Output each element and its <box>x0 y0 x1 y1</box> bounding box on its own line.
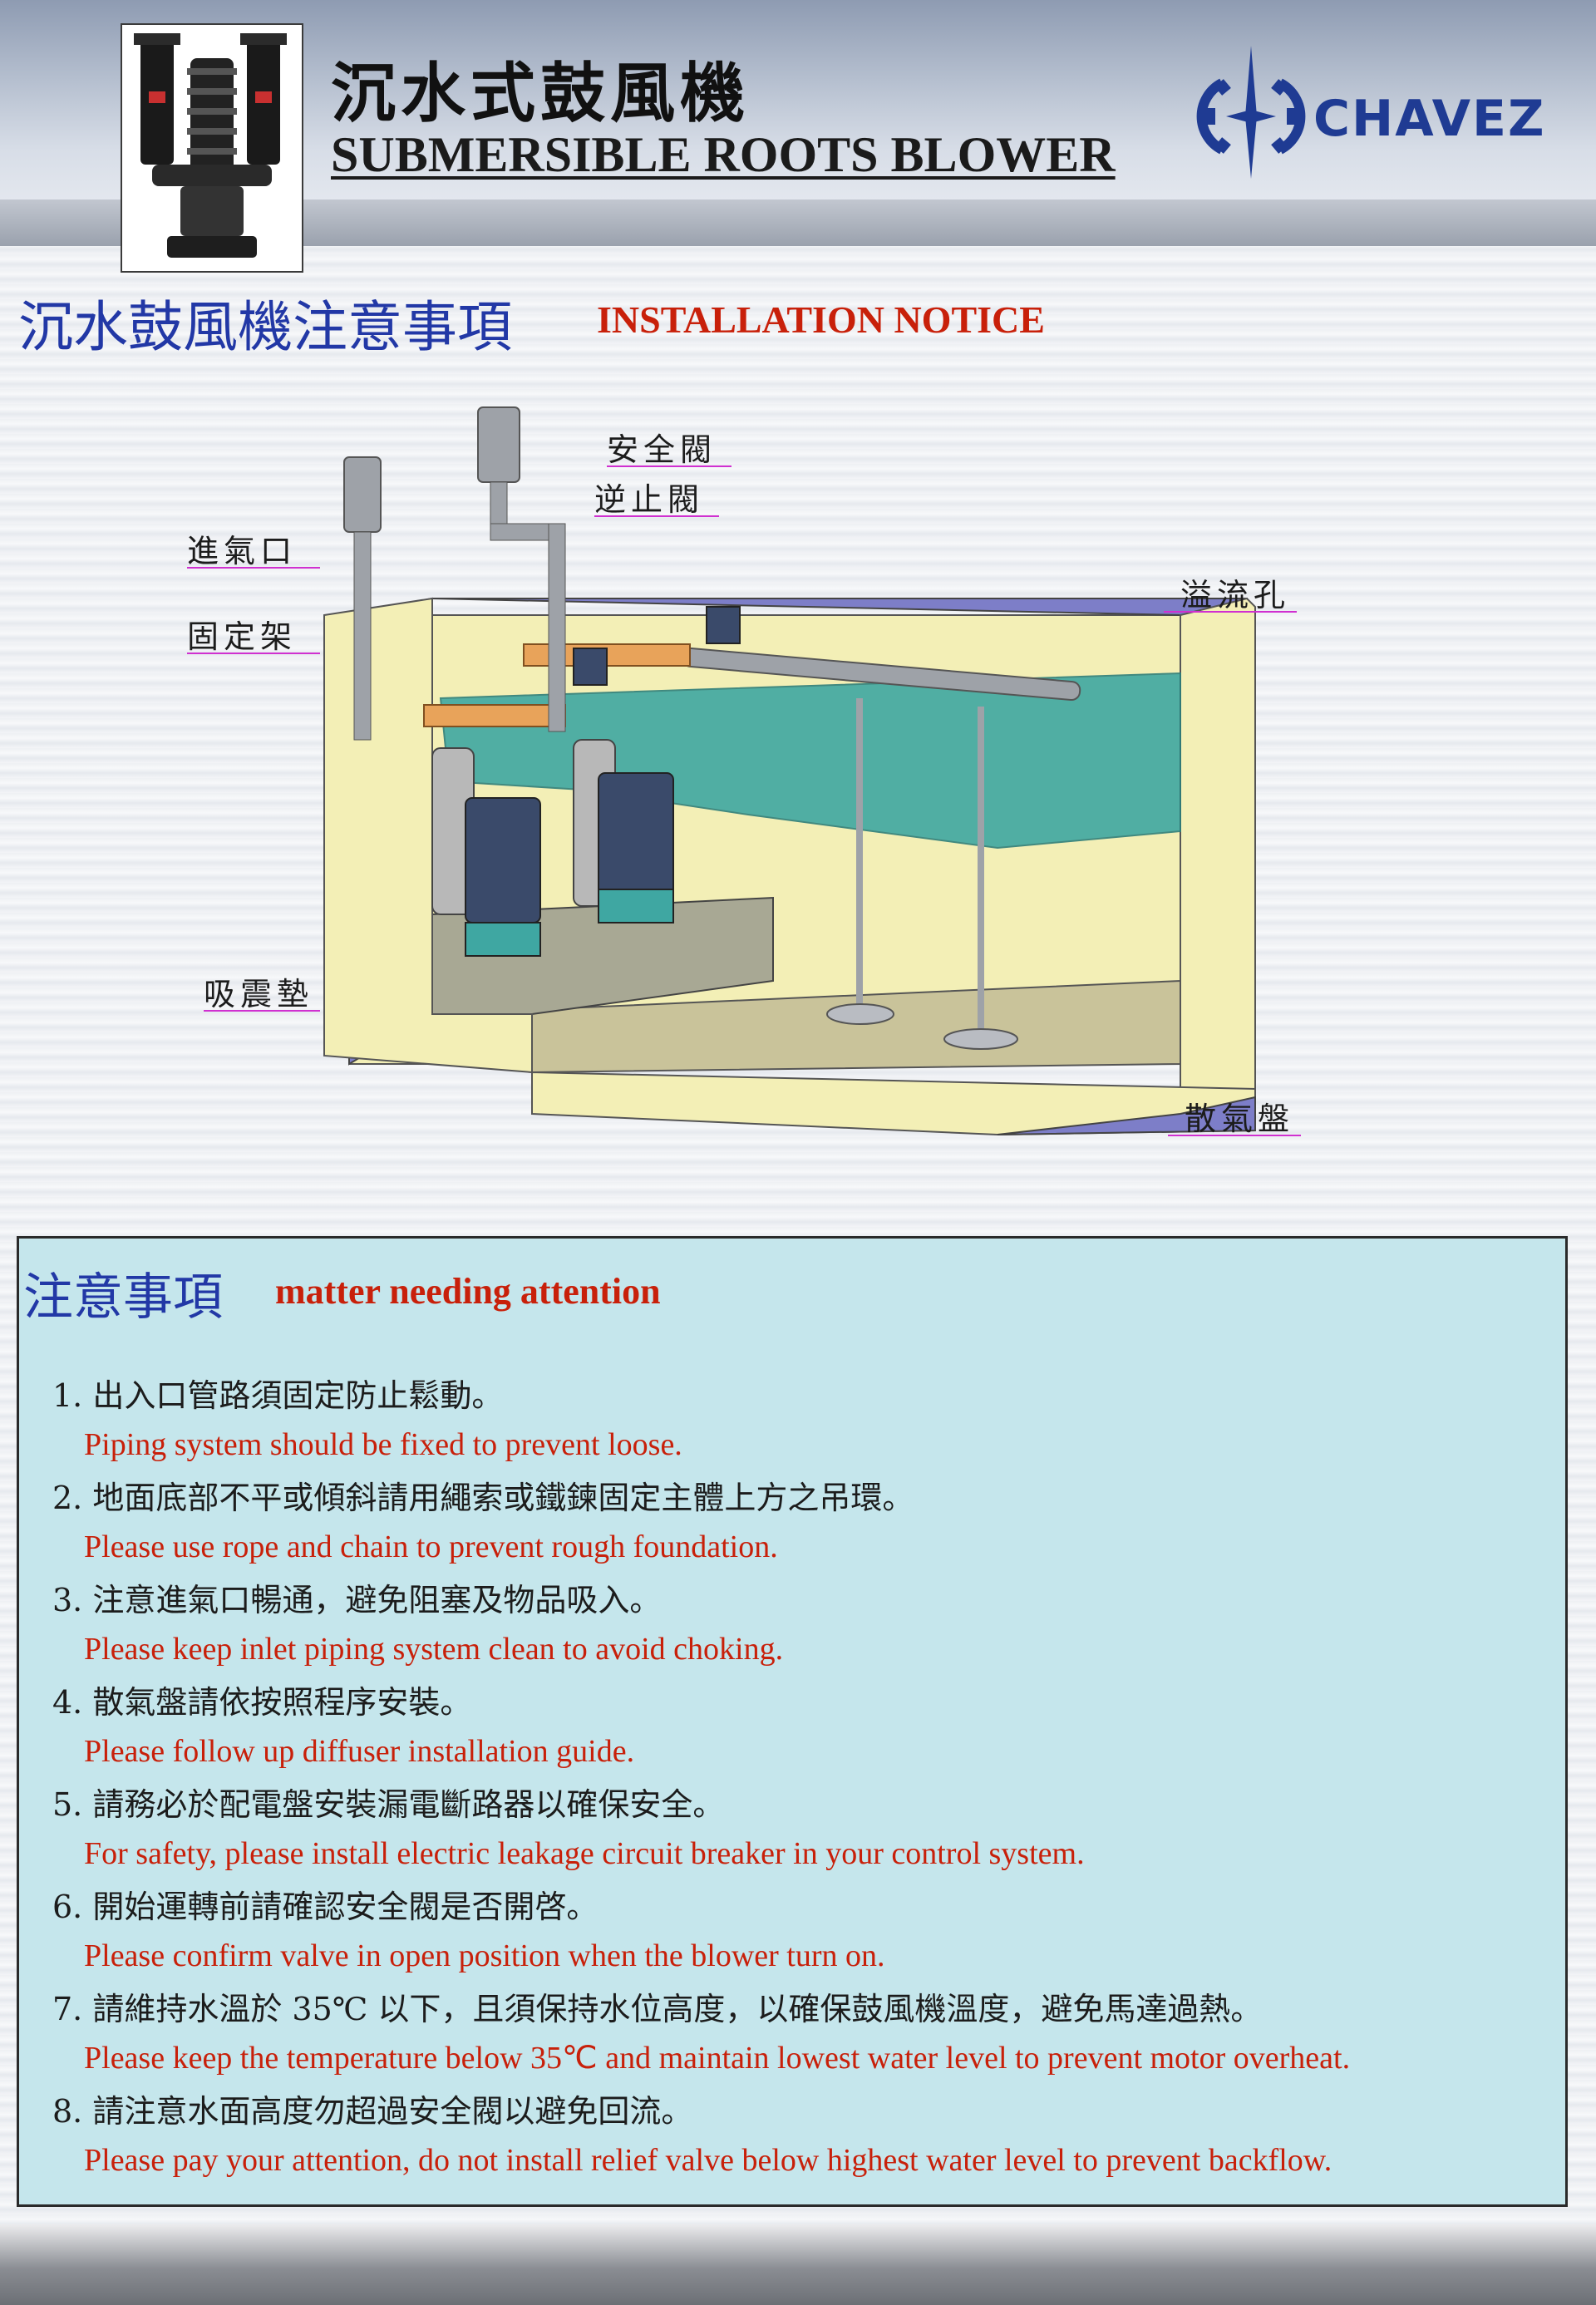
notice-item-en: Please keep inlet piping system clean to… <box>84 1632 784 1667</box>
notice-item: 6. 開始運轉前請確認安全閥是否開啓。 Please confirm valve… <box>52 1883 1549 1985</box>
brand-name: CHAVEZ <box>1313 90 1546 148</box>
notice-item: 3. 注意進氣口暢通，避免阻塞及物品吸入。 Please keep inlet … <box>52 1576 1549 1678</box>
notice-title-zh: 注意事項 <box>23 1268 223 1327</box>
notice-item-zh: 8. 請注意水面高度勿超過安全閥以避免回流。 <box>52 2093 693 2130</box>
label-diffuser: 散氣盤 <box>1185 1101 1295 1137</box>
brand-logo: CHAVEZ <box>1189 42 1571 183</box>
product-photo <box>121 23 303 273</box>
notice-item: 5. 請務必於配電盤安裝漏電斷路器以確保安全。 For safety, plea… <box>52 1780 1549 1883</box>
notice-item: 2. 地面底部不平或傾斜請用繩索或鐵鍊固定主體上方之吊環。 Please use… <box>52 1474 1549 1576</box>
callout-line-bracket <box>187 653 320 654</box>
callout-line-inlet <box>187 567 320 569</box>
notice-item-zh: 5. 請務必於配電盤安裝漏電斷路器以確保安全。 <box>52 1786 725 1823</box>
label-bracket: 固定架 <box>187 618 298 655</box>
notice-item-zh: 4. 散氣盤請依按照程序安裝。 <box>52 1684 472 1721</box>
callout-line-overflow <box>1164 611 1297 613</box>
notice-item: 7. 請維持水溫於 35℃ 以下，且須保持水位高度，以確保鼓風機溫度，避免馬達過… <box>52 1985 1549 2087</box>
notice-item-en: For safety, please install electric leak… <box>84 1836 1085 1871</box>
notice-item-en: Please follow up diffuser installation g… <box>84 1734 635 1769</box>
label-damper: 吸震墊 <box>204 976 314 1012</box>
callout-line-check-valve <box>594 515 719 517</box>
notice-item-zh: 7. 請維持水溫於 35℃ 以下，且須保持水位高度，以確保鼓風機溫度，避免馬達過… <box>52 1991 1263 2027</box>
notice-item-zh: 2. 地面底部不平或傾斜請用繩索或鐵鍊固定主體上方之吊環。 <box>52 1480 914 1516</box>
page-title-zh: 沉水式鼓風機 <box>331 56 751 131</box>
notice-item-en: Please pay your attention, do not instal… <box>84 2143 1332 2178</box>
notice-item-en: Please use rope and chain to prevent rou… <box>84 1529 778 1564</box>
gear-logo-icon <box>1196 46 1306 179</box>
footer-band <box>0 2224 1596 2305</box>
label-check-valve: 逆止閥 <box>594 481 705 518</box>
notice-item: 8. 請注意水面高度勿超過安全閥以避免回流。 Please pay your a… <box>52 2087 1549 2189</box>
callout-line-safety-valve <box>607 465 732 467</box>
section-title-en: INSTALLATION NOTICE <box>597 298 1045 341</box>
notice-item-zh: 6. 開始運轉前請確認安全閥是否開啓。 <box>52 1889 598 1925</box>
installation-diagram: 進氣口 固定架 安全閥 逆止閥 溢流孔 吸震墊 散氣盤 <box>0 382 1596 1214</box>
label-safety-valve: 安全閥 <box>607 431 717 468</box>
notice-title-en: matter needing attention <box>275 1271 661 1312</box>
notice-item-en: Piping system should be fixed to prevent… <box>84 1427 682 1462</box>
notice-item: 4. 散氣盤請依按照程序安裝。 Please follow up diffuse… <box>52 1678 1549 1780</box>
notice-item-en: Please confirm valve in open position wh… <box>84 1938 885 1973</box>
callout-line-damper <box>204 1010 320 1012</box>
notice-box: 注意事項 matter needing attention 1. 出入口管路須固… <box>17 1236 1568 2207</box>
notice-item-en: Please keep the temperature below 35℃ an… <box>84 2041 1351 2076</box>
callout-line-diffuser <box>1168 1135 1301 1136</box>
section-title-zh: 沉水鼓風機注意事項 <box>18 295 512 359</box>
tank-illustration <box>323 406 1256 1136</box>
label-overflow: 溢流孔 <box>1180 577 1291 613</box>
notice-list: 1. 出入口管路須固定防止鬆動。 Piping system should be… <box>52 1372 1549 2189</box>
notice-item-zh: 1. 出入口管路須固定防止鬆動。 <box>52 1377 504 1414</box>
blower-product-image <box>122 25 302 271</box>
notice-item-zh: 3. 注意進氣口暢通，避免阻塞及物品吸入。 <box>52 1582 662 1618</box>
page-title-en: SUBMERSIBLE ROOTS BLOWER <box>331 127 1116 182</box>
header: 沉水式鼓風機 SUBMERSIBLE ROOTS BLOWER CHAVEZ <box>0 0 1596 273</box>
notice-item: 1. 出入口管路須固定防止鬆動。 Piping system should be… <box>52 1372 1549 1474</box>
label-inlet: 進氣口 <box>187 533 298 569</box>
